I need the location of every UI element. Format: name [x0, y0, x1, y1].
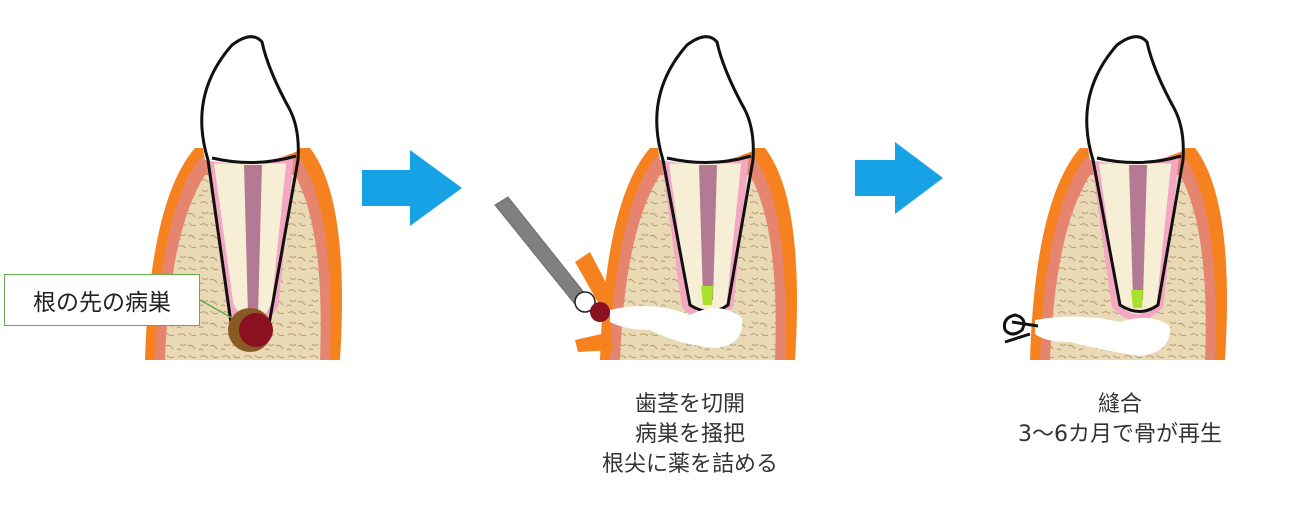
tooth-outline [655, 35, 755, 313]
procedure-caption: 歯茎を切開 病巣を掻把 根尖に薬を詰める [560, 390, 820, 480]
result-caption: 縫合 3〜6カ月で骨が再生 [970, 390, 1270, 450]
root-lesion [239, 313, 273, 347]
pulp [699, 165, 717, 300]
callout-leader [199, 299, 233, 319]
cleaned-cavity [610, 306, 743, 348]
tooth-procedure [575, 33, 797, 360]
curette-instrument [494, 196, 610, 322]
crown-line [211, 154, 297, 164]
arrow-right-icon [855, 142, 943, 214]
caption-line: 病巣を掻把 [634, 422, 745, 447]
caption-line: 3〜6カ月で骨が再生 [1018, 422, 1222, 447]
caption-line: 縫合 [1097, 392, 1142, 417]
healing-area [1035, 316, 1171, 356]
caption-line: 根尖に薬を詰める [601, 452, 778, 477]
suture-icon [1003, 313, 1039, 344]
filling [1131, 290, 1143, 308]
arrow-right-icon [362, 150, 462, 226]
callout-label: 根の先の病巣 [33, 290, 171, 316]
crown [656, 33, 755, 164]
pulp [1129, 165, 1147, 300]
tooth-after [1003, 33, 1227, 360]
filling [701, 286, 713, 305]
pulp [244, 165, 262, 315]
gum-flap-lower [575, 332, 614, 352]
removed-lesion [590, 302, 610, 322]
gum-flap-upper [575, 252, 615, 306]
crown-line [1096, 154, 1182, 164]
crown [201, 33, 300, 164]
crown-line [666, 154, 752, 164]
tooth-outline [1085, 35, 1185, 313]
lesion-callout: 根の先の病巣 [4, 274, 200, 326]
caption-line: 歯茎を切開 [634, 392, 745, 417]
crown [1086, 33, 1185, 164]
